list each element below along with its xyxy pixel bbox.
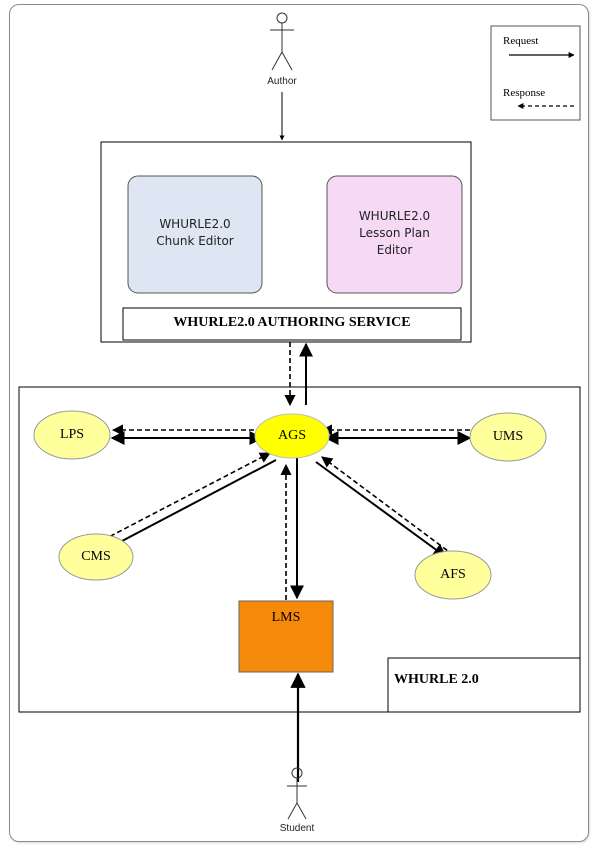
author-actor-icon xyxy=(270,12,294,71)
chunk-editor-line-1: WHURLE2.0 xyxy=(159,217,231,231)
legend-response-label: Response xyxy=(503,87,546,99)
ags-label: AGS xyxy=(277,428,306,443)
cms-node xyxy=(58,533,134,581)
afs-label: AFS xyxy=(440,567,466,582)
ags-afs-response-arrow xyxy=(321,456,461,561)
chunk-editor-box xyxy=(127,175,263,294)
chunk-editor-label: WHURLE2.0 Chunk Editor xyxy=(128,216,262,250)
afs-node xyxy=(414,550,492,600)
author-label: Author xyxy=(267,76,297,87)
lps-node xyxy=(33,410,111,460)
lesson-plan-editor-line-1: WHURLE2.0 xyxy=(358,209,431,223)
lesson-plan-editor-line-3: Editor xyxy=(376,243,413,257)
lesson-plan-editor-label: WHURLE2.0 Lesson Plan Editor xyxy=(327,208,462,259)
ums-label: UMS xyxy=(492,429,524,444)
legend-box xyxy=(490,25,581,121)
ags-afs-request-arrow xyxy=(315,461,448,558)
legend-request-label: Request xyxy=(503,35,539,47)
chunk-editor-line-2: Chunk Editor xyxy=(156,234,234,248)
lms-node xyxy=(238,600,334,673)
student-label: Student xyxy=(279,823,315,834)
lesson-plan-editor-line-2: Lesson Plan xyxy=(359,226,430,240)
authoring-service-title: WHURLE2.0 AUTHORING SERVICE xyxy=(173,315,411,330)
student-actor-icon xyxy=(287,767,307,820)
ags-cms-request-arrow xyxy=(101,459,277,552)
lesson-plan-editor-box xyxy=(326,175,463,294)
ags-node xyxy=(254,413,330,459)
lps-label: LPS xyxy=(59,427,85,442)
lms-label: LMS xyxy=(271,610,301,625)
cms-label: CMS xyxy=(81,549,111,564)
ags-cms-response-arrow xyxy=(102,452,271,541)
ums-node xyxy=(469,412,547,462)
authoring-service-title-box xyxy=(122,307,462,341)
whurle-title: WHURLE 2.0 xyxy=(394,672,479,687)
whurle-title-box xyxy=(387,657,581,713)
